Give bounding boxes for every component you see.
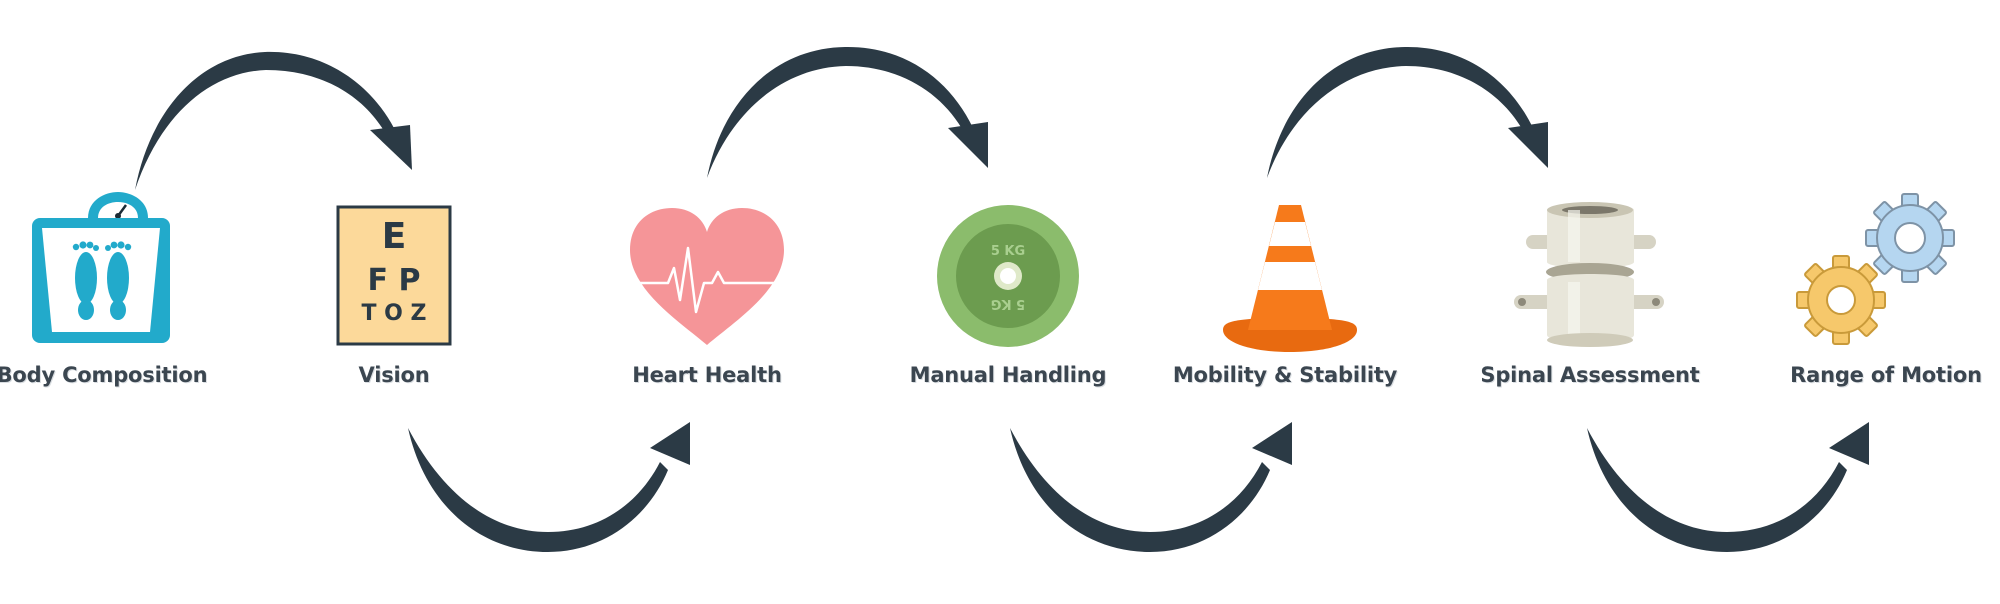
step-label-spinal-assessment: Spinal Assessment <box>1480 363 1700 387</box>
arrow-manual-to-mobility <box>1010 422 1292 552</box>
traffic-cone-icon <box>1223 205 1357 352</box>
flow-arrows <box>135 46 1869 552</box>
blue-gear-icon <box>1865 193 1955 283</box>
arrow-heart-to-manual <box>707 46 988 178</box>
step-label-body-composition: Body Composition <box>0 363 208 387</box>
arrow-body-to-vision <box>135 51 412 190</box>
weight-plate-icon: 5 KG 5 KG <box>937 205 1079 347</box>
arrow-spinal-to-range <box>1587 422 1869 552</box>
vertebrae-icon <box>1514 202 1664 347</box>
step-label-mobility-stability: Mobility & Stability <box>1172 363 1398 387</box>
eye-chart-row-2: F P <box>368 263 421 298</box>
step-label-heart-health: Heart Health <box>632 363 782 387</box>
weight-plate-text-top: 5 KG <box>991 244 1025 259</box>
gears-icon <box>1796 193 1955 345</box>
yellow-gear-icon <box>1796 255 1886 345</box>
arrow-vision-to-heart <box>408 422 690 552</box>
eye-chart-icon: E F P T O Z <box>336 205 452 346</box>
heart-pulse-icon <box>630 208 784 345</box>
eye-chart-row-1: E <box>382 216 407 257</box>
arrow-mobility-to-spinal <box>1267 46 1548 178</box>
step-label-vision: Vision <box>358 363 430 387</box>
step-label-range-of-motion: Range of Motion <box>1790 363 1982 387</box>
eye-chart-row-3: T O Z <box>362 301 427 326</box>
bathroom-scale-icon <box>32 192 170 343</box>
step-label-manual-handling: Manual Handling <box>909 363 1107 387</box>
weight-plate-text-bottom: 5 KG <box>991 296 1025 311</box>
